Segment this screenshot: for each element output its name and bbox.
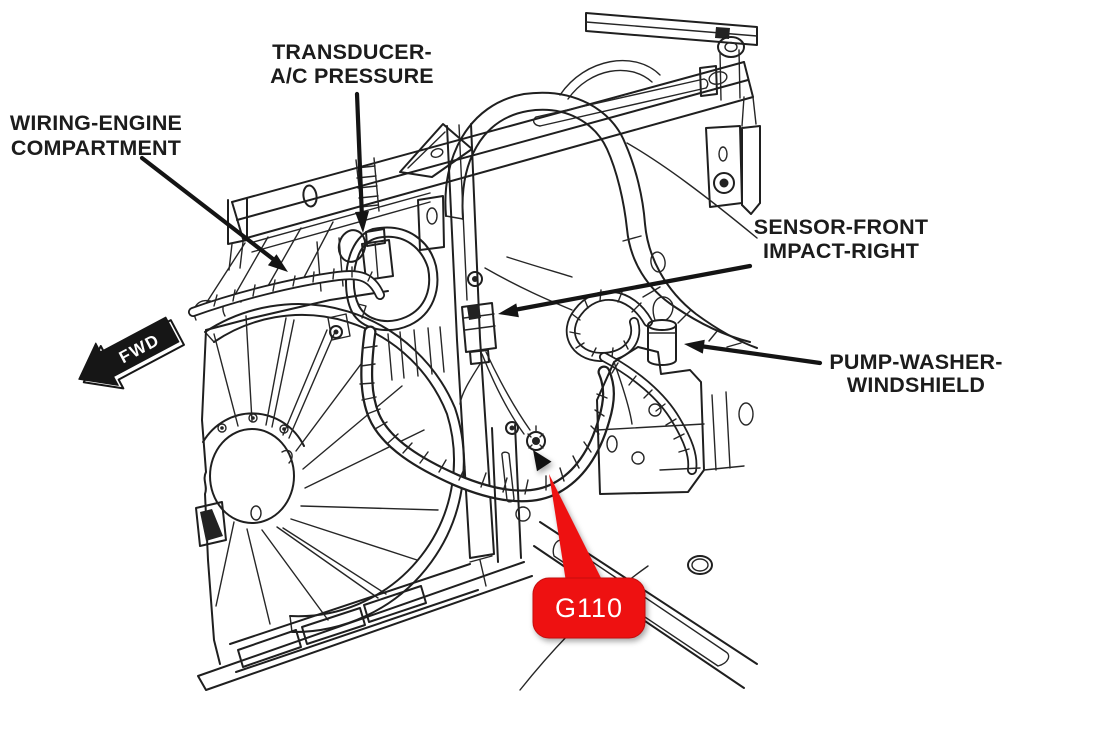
component-labels: WIRING-ENGINE COMPARTMENT TRANSDUCER- A/…: [10, 40, 1003, 397]
leader-arrows: [139, 91, 823, 366]
g110-ground-callout[interactable]: G110: [532, 450, 646, 639]
label-transducer-ac-pressure: TRANSDUCER- A/C PRESSURE: [270, 40, 434, 88]
ground-point-g110: [505, 421, 546, 451]
sensor-leader-arrow: [498, 263, 753, 318]
upper-channel-bar: [585, 12, 758, 101]
cooling-fan: [193, 221, 465, 665]
callout-arrowhead-icon: [533, 450, 552, 472]
label-pump-washer-windshield: PUMP-WASHER- WINDSHIELD: [829, 350, 1002, 397]
washer-pump-assembly: [565, 289, 742, 475]
engine-compartment-harness: [188, 266, 385, 341]
transducer-leader-arrow: [354, 91, 369, 233]
pump-leader-arrow: [684, 339, 823, 366]
wiring-leader-arrow: [139, 155, 288, 272]
callout-label: G110: [555, 593, 623, 623]
line-art: [188, 12, 761, 691]
pump-label-line1: PUMP-WASHER-: [829, 350, 1002, 374]
lower-shroud-louvers: [197, 555, 533, 691]
impact-sensor: [459, 302, 531, 435]
label-wiring-engine-compartment: WIRING-ENGINE COMPARTMENT: [10, 111, 182, 160]
arch-member: [444, 91, 758, 349]
right-end-post: [705, 125, 761, 215]
main-harness: [359, 325, 615, 503]
label-sensor-front-impact-right: SENSOR-FRONT IMPACT-RIGHT: [754, 215, 928, 263]
wiring-label-line1: WIRING-ENGINE: [10, 111, 182, 135]
fwd-direction-indicator: FWD: [78, 316, 185, 390]
upper-beam: [227, 59, 757, 271]
callout-pointer-tail: [549, 474, 603, 582]
transducer-label-line2: A/C PRESSURE: [270, 64, 434, 88]
fwd-arrow-icon: [78, 316, 180, 386]
fan-blades: [213, 315, 439, 625]
ac-transducer-assembly: [337, 157, 439, 332]
wiring-label-line2: COMPARTMENT: [11, 136, 181, 160]
pump-label-line2: WINDSHIELD: [847, 373, 985, 397]
callout-box[interactable]: [532, 577, 646, 639]
sensor-label-line2: IMPACT-RIGHT: [763, 239, 919, 263]
transducer-label-line1: TRANSDUCER-: [272, 40, 432, 64]
lower-right-panel: [491, 346, 758, 691]
sensor-label-line1: SENSOR-FRONT: [754, 215, 928, 239]
